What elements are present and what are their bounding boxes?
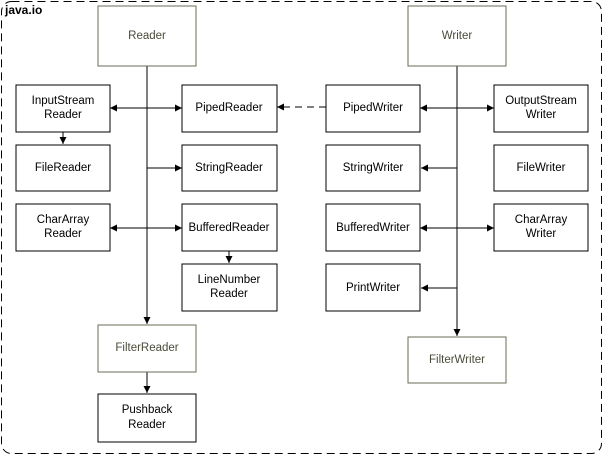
svg-text:Reader: Reader xyxy=(44,109,82,121)
svg-text:Reader: Reader xyxy=(210,288,248,300)
svg-text:CharArray: CharArray xyxy=(37,214,90,226)
node-pushback-reader: Pushback Reader xyxy=(97,393,197,443)
node-reader: Reader xyxy=(97,5,197,67)
node-linenumber-reader: LineNumber Reader xyxy=(181,263,278,312)
svg-text:StringReader: StringReader xyxy=(195,162,263,174)
package-label: java.io xyxy=(4,3,42,17)
node-stringreader: StringReader xyxy=(181,144,278,192)
svg-text:Reader: Reader xyxy=(44,228,82,240)
svg-text:FilterWriter: FilterWriter xyxy=(429,354,485,366)
node-outputstream-writer: OutputStream Writer xyxy=(493,84,589,133)
node-filterwriter: FilterWriter xyxy=(407,336,507,384)
svg-text:Writer: Writer xyxy=(442,30,473,42)
node-stringwriter: StringWriter xyxy=(325,144,421,192)
node-printwriter: PrintWriter xyxy=(325,263,421,312)
node-bufferedreader: BufferedReader xyxy=(181,203,278,252)
svg-text:Reader: Reader xyxy=(128,30,166,42)
svg-text:FileReader: FileReader xyxy=(35,162,91,174)
svg-text:FilterReader: FilterReader xyxy=(115,342,178,354)
node-writer: Writer xyxy=(407,5,507,67)
svg-text:LineNumber: LineNumber xyxy=(198,274,261,286)
node-pipedreader: PipedReader xyxy=(181,84,278,133)
node-bufferedwriter: BufferedWriter xyxy=(325,203,421,252)
svg-text:StringWriter: StringWriter xyxy=(343,162,404,174)
svg-text:BufferedReader: BufferedReader xyxy=(189,222,270,234)
svg-text:FileWriter: FileWriter xyxy=(517,162,566,174)
node-inputstream-reader: InputStream Reader xyxy=(15,84,111,133)
svg-text:PipedReader: PipedReader xyxy=(195,102,262,114)
svg-text:Writer: Writer xyxy=(526,109,557,121)
node-chararray-writer: CharArray Writer xyxy=(493,203,589,252)
svg-text:Pushback: Pushback xyxy=(122,404,173,416)
node-pipedwriter: PipedWriter xyxy=(325,84,421,133)
svg-text:PipedWriter: PipedWriter xyxy=(343,102,403,114)
svg-text:BufferedWriter: BufferedWriter xyxy=(336,222,410,234)
svg-text:InputStream: InputStream xyxy=(32,95,95,107)
svg-text:OutputStream: OutputStream xyxy=(505,95,577,107)
svg-text:Reader: Reader xyxy=(128,419,166,431)
node-filewriter: FileWriter xyxy=(493,144,589,192)
node-filereader: FileReader xyxy=(15,144,111,192)
svg-text:Writer: Writer xyxy=(526,228,557,240)
node-chararray-reader: CharArray Reader xyxy=(15,203,111,252)
node-filterreader: FilterReader xyxy=(97,324,197,373)
svg-text:CharArray: CharArray xyxy=(515,214,568,226)
svg-text:PrintWriter: PrintWriter xyxy=(346,282,400,294)
